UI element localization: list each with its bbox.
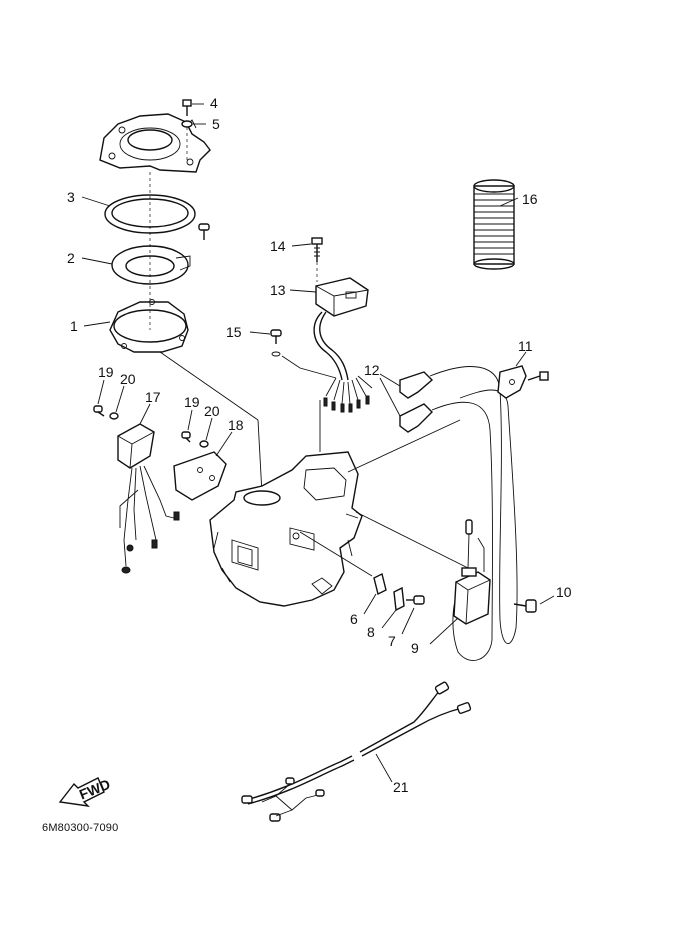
small-screw-part (198, 223, 210, 240)
callout-15: 15 (226, 324, 242, 340)
fwd-label: FWD (77, 776, 113, 803)
screw-part-7 (401, 595, 425, 635)
callout-5: 5 (212, 116, 220, 132)
base-plate-part-1 (83, 299, 189, 353)
ring-part-3 (81, 194, 196, 234)
ignition-coil-part-9 (429, 519, 491, 645)
clip-part-6 (363, 572, 387, 615)
plug-cap-part-12 (379, 371, 434, 433)
callout-20-mid: 20 (204, 403, 220, 419)
callout-16: 16 (522, 191, 538, 207)
bolt-part-19a (93, 379, 105, 417)
bolt-part-19b (181, 409, 193, 443)
callout-2: 2 (67, 250, 75, 266)
callout-6: 6 (350, 611, 358, 627)
cdi-unit-part-17 (117, 403, 155, 469)
callout-20-left: 20 (120, 371, 136, 387)
screw-part-15 (249, 329, 282, 357)
callout-17: 17 (145, 389, 161, 405)
callout-18: 18 (228, 417, 244, 433)
ignition-module-part-13 (289, 277, 369, 317)
callout-14: 14 (270, 238, 286, 254)
callout-9: 9 (411, 640, 419, 656)
engine-block (209, 451, 363, 607)
callout-11: 11 (518, 338, 533, 354)
callout-8: 8 (367, 624, 375, 640)
callout-19-mid: 19 (184, 394, 200, 410)
flywheel-cover-plate (99, 113, 211, 173)
bracket-part-11 (497, 351, 527, 399)
callout-19-left: 19 (98, 364, 114, 380)
washer-part-20b (199, 417, 213, 448)
callout-21: 21 (393, 779, 409, 795)
bolt-part-10 (513, 595, 555, 613)
forward-arrow-icon (58, 777, 105, 807)
bolt-part-11b (527, 371, 549, 381)
callout-10: 10 (556, 584, 572, 600)
corrugated-hose-part-16 (473, 179, 515, 270)
callout-4: 4 (210, 95, 218, 111)
callout-13: 13 (270, 282, 286, 298)
bracket-plate-part-18 (173, 431, 233, 501)
callout-1: 1 (70, 318, 78, 334)
ring-part-2 (81, 245, 191, 285)
bolt-part-14 (291, 237, 323, 262)
clip-part-8 (381, 586, 405, 629)
drawing-number: 6M80300-7090 (42, 822, 119, 834)
callout-3: 3 (67, 189, 75, 205)
washer-part (181, 120, 206, 128)
callout-7: 7 (388, 633, 396, 649)
bolt-part (182, 99, 204, 116)
callout-12: 12 (364, 362, 380, 378)
wire-harness-part-21 (241, 681, 472, 822)
washer-part-20a (109, 385, 125, 420)
